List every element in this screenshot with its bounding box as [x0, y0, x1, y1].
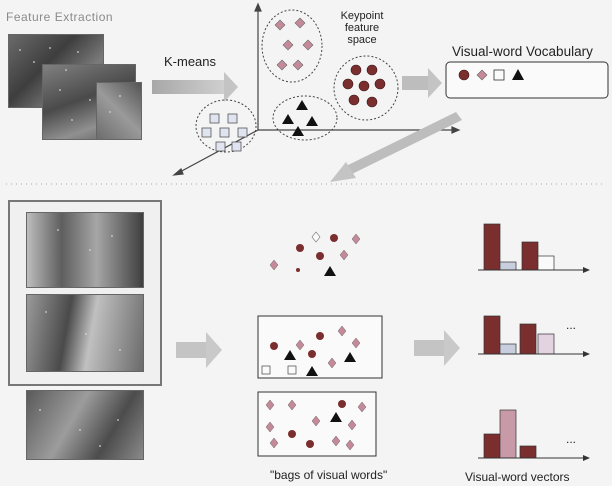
- bags-label: "bags of visual words": [270, 468, 388, 482]
- photo-keypoint-speckles: [19, 47, 121, 447]
- hist2-bar-1: [483, 315, 501, 355]
- circle-cluster: [342, 64, 386, 108]
- diamond-cluster: [274, 17, 314, 71]
- keypoint-space-line3: space: [347, 34, 377, 46]
- hist-ellipsis-1: ...: [566, 318, 577, 332]
- bag-2: [257, 315, 383, 379]
- hist1-bar-circle-2: [521, 241, 539, 271]
- circle-word-icon: [458, 69, 470, 81]
- hist3-bar-1: [483, 433, 501, 459]
- vocabulary-arrow: [402, 68, 442, 98]
- hist1-bar-circle: [483, 223, 501, 271]
- triangle-word-icon: [512, 69, 524, 80]
- triangle-cluster: [282, 100, 318, 136]
- hist2-bar-2: [499, 343, 517, 355]
- bags-arrow: [176, 332, 222, 368]
- panel-photo-2: [26, 294, 144, 372]
- square-cluster: [201, 113, 248, 152]
- vectors-arrow: [414, 330, 460, 366]
- histogram-3: [478, 409, 590, 461]
- histogram-2: [478, 315, 590, 357]
- hist1-bar-triangle: [537, 255, 555, 271]
- kmeans-label: K-means: [164, 54, 217, 69]
- diagonal-arrow: [330, 112, 462, 182]
- hist2-bar-3: [519, 323, 537, 355]
- hist-ellipsis-2: ...: [566, 432, 577, 446]
- keypoint-space-label: Keypoint feature space: [332, 10, 392, 46]
- keypoint-space-line1: Keypoint: [340, 10, 384, 22]
- hist3-bar-2: [499, 409, 517, 459]
- diamond-word-icon: [476, 69, 488, 81]
- bag-3: [257, 391, 377, 457]
- vectors-label: Visual-word vectors: [465, 470, 570, 484]
- keypoint-space-line2: feature: [344, 22, 380, 34]
- vocabulary-box: [445, 61, 609, 99]
- square-word-icon: [493, 69, 505, 81]
- histogram-1: [478, 223, 590, 273]
- feature-photo-3: [96, 82, 142, 140]
- bag-1: [269, 231, 361, 276]
- panel-photo-1: [26, 212, 144, 288]
- vocabulary-label: Visual-word Vocabulary: [452, 44, 593, 59]
- panel-photo-3: [26, 390, 144, 460]
- kmeans-arrow: [152, 72, 238, 102]
- feature-extraction-label: Feature Extraction: [6, 10, 114, 24]
- hist1-bar-square: [499, 261, 517, 271]
- hist2-bar-4: [537, 333, 555, 355]
- hist3-bar-3: [519, 445, 537, 459]
- cluster-ellipses: [195, 9, 399, 153]
